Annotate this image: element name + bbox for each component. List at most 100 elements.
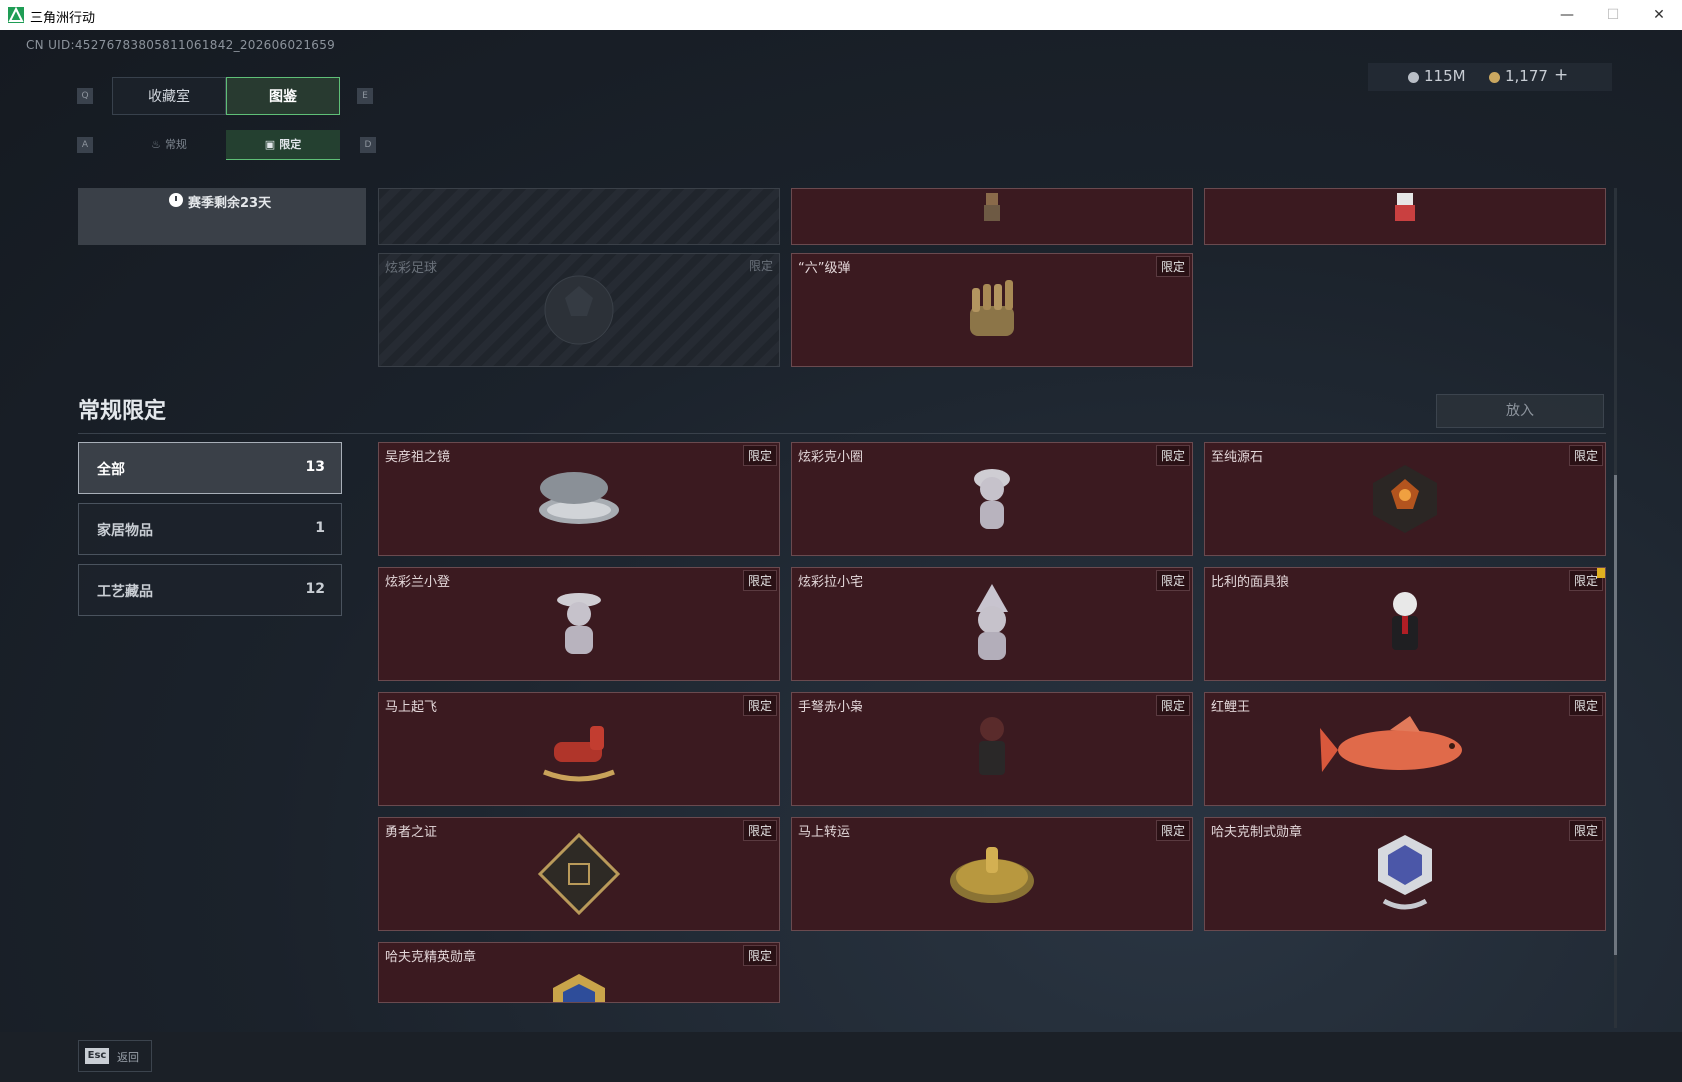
collection-card[interactable]: 炫彩克小圈 限定 bbox=[791, 442, 1193, 556]
maximize-button[interactable]: ☐ bbox=[1606, 7, 1620, 23]
limited-badge: 限定 bbox=[742, 945, 777, 966]
haavk-medal-art bbox=[1378, 835, 1432, 910]
key-hint-d: D bbox=[360, 137, 376, 153]
category-crafts[interactable]: 工艺藏品 12 bbox=[78, 564, 342, 616]
back-label: 返回 bbox=[117, 1051, 139, 1064]
collection-card[interactable]: 红鲤王 限定 bbox=[1204, 692, 1606, 806]
game-area: CN UID:4527678380581106184​2_20260602165… bbox=[0, 30, 1682, 1082]
source-stone-art bbox=[1373, 465, 1437, 533]
card-name: 炫彩拉小宅 bbox=[798, 575, 864, 590]
collection-card[interactable]: 比利的面具狼 限定 bbox=[1204, 567, 1606, 681]
silver-coin-icon bbox=[1408, 72, 1419, 83]
limited-badge: 限定 bbox=[1568, 445, 1603, 466]
gold-coin-icon bbox=[1489, 72, 1500, 83]
esc-key-hint: Esc bbox=[85, 1048, 109, 1064]
limited-badge: 限定 bbox=[742, 445, 777, 466]
app-logo-icon bbox=[8, 7, 24, 23]
collection-card[interactable] bbox=[791, 188, 1193, 245]
section-divider bbox=[78, 433, 1606, 434]
figure-art bbox=[984, 193, 1000, 221]
collection-card[interactable]: 勇者之证 限定 bbox=[378, 817, 780, 931]
scrollbar-thumb[interactable] bbox=[1614, 475, 1617, 955]
card-name: 哈夫克精英勋章 bbox=[385, 950, 477, 965]
bullet-hand-art bbox=[970, 280, 1014, 336]
collection-card[interactable]: 哈夫克精英勋章 限定 bbox=[378, 942, 780, 1003]
collection-card[interactable]: 手弩赤小枭 限定 bbox=[791, 692, 1193, 806]
key-hint-q: Q bbox=[77, 88, 93, 104]
put-in-button[interactable]: 放入 bbox=[1436, 394, 1604, 428]
back-button[interactable]: Esc 返回 bbox=[78, 1040, 152, 1072]
soccer-ball-art bbox=[544, 275, 614, 345]
brave-badge-art bbox=[537, 832, 621, 916]
collection-card[interactable] bbox=[1204, 188, 1606, 245]
card-name: 炫彩兰小登 bbox=[385, 575, 451, 590]
subtab-limited[interactable]: ▣限定 bbox=[226, 130, 340, 160]
crossbow-figure-art bbox=[979, 717, 1005, 775]
currency-panel: 115M 1,177 + bbox=[1368, 63, 1612, 91]
limited-badge: 限定 bbox=[1155, 570, 1190, 591]
category-home-items[interactable]: 家居物品 1 bbox=[78, 503, 342, 555]
figure-art bbox=[1395, 193, 1415, 221]
gold-amount: 1,177 bbox=[1505, 67, 1548, 85]
limited-badge: 限定 bbox=[1568, 695, 1603, 716]
collection-card[interactable]: 哈夫克制式勋章 限定 bbox=[1204, 817, 1606, 931]
puppet-figure-art bbox=[1392, 592, 1418, 650]
section-title: 常规限定 bbox=[78, 399, 167, 424]
limited-badge: 限定 bbox=[1568, 570, 1603, 591]
category-count: 12 bbox=[305, 581, 325, 597]
card-name: 马上起飞 bbox=[385, 700, 438, 715]
rocking-horse-art bbox=[543, 726, 615, 782]
sub-tabs: ♨常规 ▣限定 bbox=[112, 130, 340, 160]
subtab-limited-label: 限定 bbox=[279, 138, 302, 151]
category-all[interactable]: 全部 13 bbox=[78, 442, 342, 494]
collection-card[interactable]: 炫彩拉小宅 限定 bbox=[791, 567, 1193, 681]
collection-card[interactable]: 炫彩兰小登 限定 bbox=[378, 567, 780, 681]
subtab-regular[interactable]: ♨常规 bbox=[112, 130, 226, 160]
collection-card[interactable]: 吴彦祖之镜 限定 bbox=[378, 442, 780, 556]
silver-amount: 115M bbox=[1424, 67, 1466, 85]
collection-card[interactable]: 马上起飞 限定 bbox=[378, 692, 780, 806]
limited-badge: 限定 bbox=[1568, 820, 1603, 841]
window-title: 三角洲行动 bbox=[30, 11, 96, 26]
limited-badge: 限定 bbox=[742, 820, 777, 841]
collection-card[interactable]: 马上转运 限定 bbox=[791, 817, 1193, 931]
tab-collection-room[interactable]: 收藏室 bbox=[112, 77, 226, 115]
category-count: 1 bbox=[315, 520, 325, 536]
collection-card[interactable]: 至纯源石 限定 bbox=[1204, 442, 1606, 556]
key-hint-a: A bbox=[77, 137, 93, 153]
card-name: 红鲤王 bbox=[1211, 700, 1251, 715]
card-name: 吴彦祖之镜 bbox=[385, 450, 451, 465]
red-carp-art bbox=[1320, 716, 1462, 772]
subtab-regular-label: 常规 bbox=[164, 138, 187, 151]
figure-art bbox=[976, 584, 1008, 660]
add-currency-button[interactable]: + bbox=[1554, 65, 1569, 85]
mirror-compact-art bbox=[539, 472, 619, 524]
category-count: 13 bbox=[305, 459, 325, 475]
main-tabs: 收藏室 图鉴 bbox=[112, 77, 340, 115]
limited-badge: 限定 bbox=[742, 570, 777, 591]
fortune-wheel-art bbox=[950, 847, 1034, 903]
figure-art bbox=[974, 469, 1010, 529]
season-countdown: 赛季剩余23天 bbox=[78, 188, 366, 245]
limited-badge: 限定 bbox=[1155, 695, 1190, 716]
collection-card[interactable]: “六”级弹 限定 bbox=[791, 253, 1193, 367]
card-name: 至纯源石 bbox=[1211, 450, 1264, 465]
flame-icon: ♨ bbox=[151, 138, 161, 151]
category-label: 家居物品 bbox=[97, 523, 153, 539]
image-icon: ▣ bbox=[264, 138, 276, 151]
collection-card[interactable] bbox=[378, 188, 780, 245]
limited-badge: 限定 bbox=[742, 695, 777, 716]
collection-card[interactable]: 炫彩足球 限定 bbox=[378, 253, 780, 367]
limited-badge: 限定 bbox=[1155, 256, 1190, 277]
close-button[interactable]: ✕ bbox=[1653, 7, 1665, 23]
tab-catalog[interactable]: 图鉴 bbox=[226, 77, 340, 115]
clock-icon bbox=[169, 193, 183, 207]
limited-badge: 限定 bbox=[1155, 820, 1190, 841]
limited-badge: 限定 bbox=[748, 259, 773, 273]
card-name: “六”级弹 bbox=[798, 261, 851, 276]
card-name: 比利的面具狼 bbox=[1211, 575, 1290, 590]
uid-label: CN UID:4527678380581106184​2_20260602165… bbox=[26, 38, 336, 52]
minimize-button[interactable]: — bbox=[1560, 7, 1574, 23]
limited-badge: 限定 bbox=[1155, 445, 1190, 466]
elite-medal-art bbox=[553, 974, 605, 1002]
